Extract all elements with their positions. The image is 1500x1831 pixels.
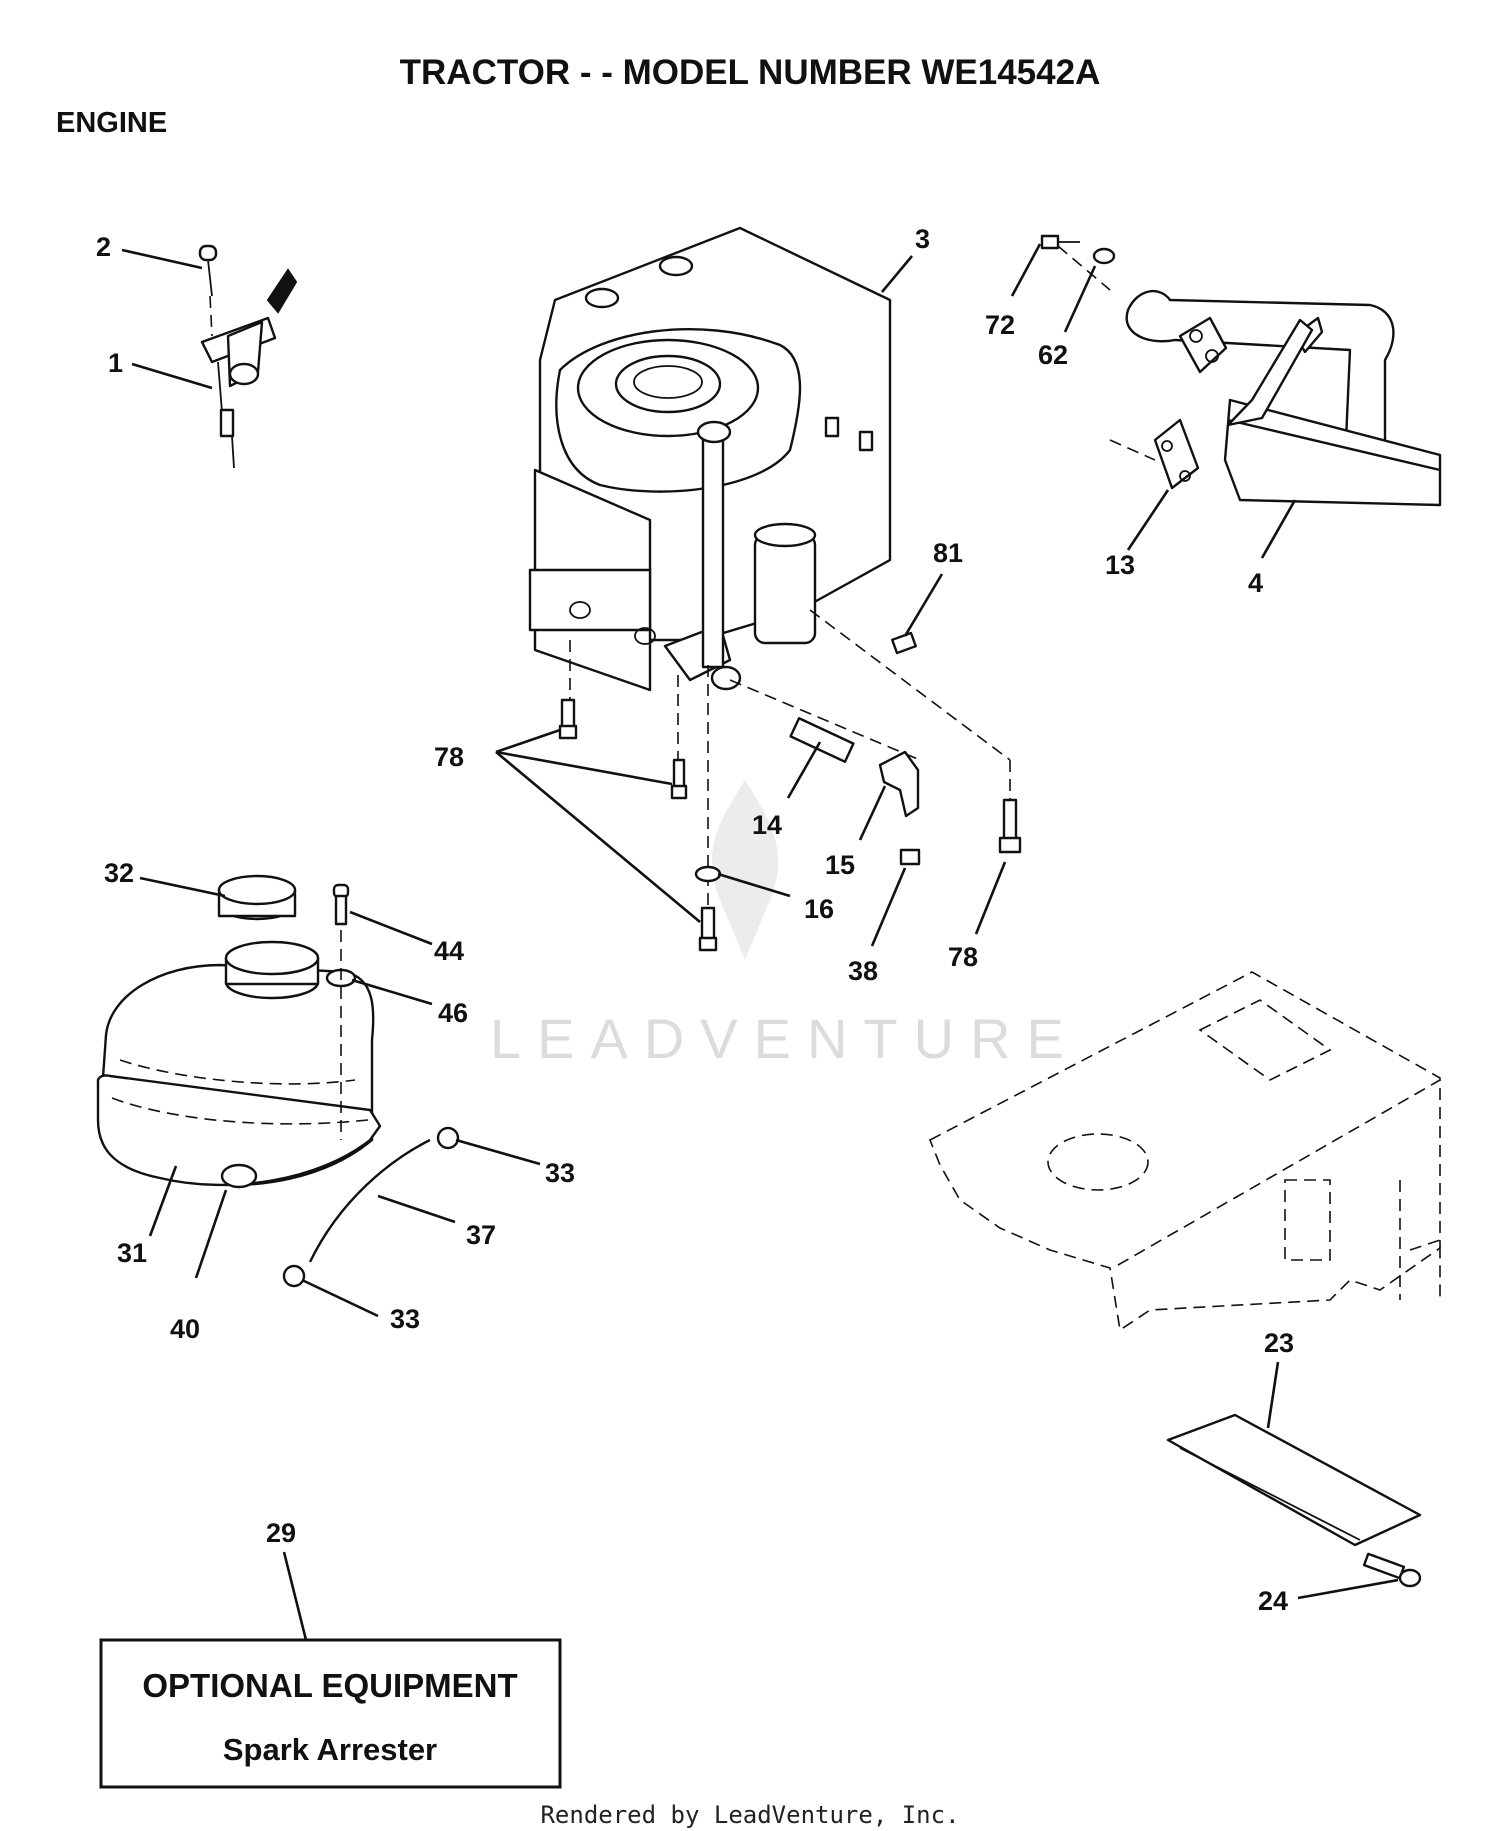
muffler-part <box>1040 234 1442 507</box>
throttle-control-part <box>198 244 298 469</box>
callout-78-left: 78 <box>434 742 464 772</box>
callout-16: 16 <box>804 894 834 924</box>
callout-2: 2 <box>96 232 111 262</box>
callout-labels: 2 1 3 72 62 13 4 81 78 14 15 16 38 78 32… <box>96 224 1294 1616</box>
callout-78-right: 78 <box>948 942 978 972</box>
callout-33-upper: 33 <box>545 1158 575 1188</box>
fuel-tank-part <box>96 874 460 1288</box>
callout-31: 31 <box>117 1238 147 1268</box>
optional-equipment-box: OPTIONAL EQUIPMENT Spark Arrester <box>99 1638 562 1789</box>
callout-72: 72 <box>985 310 1015 340</box>
watermark: LEADVENTURE <box>490 780 1080 1070</box>
heat-shield-part <box>1166 1413 1422 1588</box>
callout-29: 29 <box>266 1518 296 1548</box>
callout-32: 32 <box>104 858 134 888</box>
callout-4: 4 <box>1248 568 1263 598</box>
callout-24: 24 <box>1258 1586 1288 1616</box>
callout-23: 23 <box>1264 1328 1294 1358</box>
callout-15: 15 <box>825 850 855 880</box>
optional-equipment-heading: OPTIONAL EQUIPMENT <box>142 1667 517 1704</box>
callout-37: 37 <box>466 1220 496 1250</box>
callout-38: 38 <box>848 956 878 986</box>
callout-46: 46 <box>438 998 468 1028</box>
callout-40: 40 <box>170 1314 200 1344</box>
page-title: TRACTOR - - MODEL NUMBER WE14542A <box>400 53 1101 92</box>
callout-44: 44 <box>434 936 464 966</box>
callout-33-lower: 33 <box>390 1304 420 1334</box>
footer-credit: Rendered by LeadVenture, Inc. <box>540 1801 959 1829</box>
watermark-text: LEADVENTURE <box>490 1007 1080 1070</box>
callout-62: 62 <box>1038 340 1068 370</box>
callout-1: 1 <box>108 348 123 378</box>
optional-equipment-item: Spark Arrester <box>223 1732 437 1767</box>
engine-part <box>528 226 892 692</box>
callout-3: 3 <box>915 224 930 254</box>
callout-81: 81 <box>933 538 963 568</box>
section-title: ENGINE <box>56 107 167 139</box>
fittings-parts <box>558 609 1022 952</box>
callout-14: 14 <box>752 810 782 840</box>
callout-13: 13 <box>1105 550 1135 580</box>
leader-lines <box>121 243 1399 1641</box>
frame-part <box>928 971 1441 1332</box>
